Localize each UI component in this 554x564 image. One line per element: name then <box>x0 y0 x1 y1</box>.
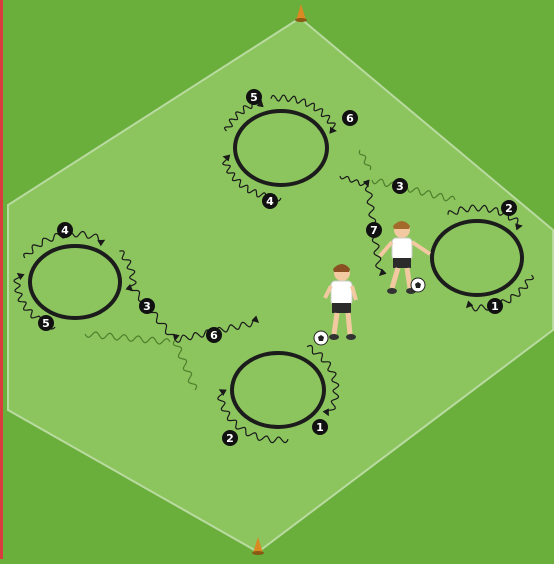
step-badge: 4 <box>262 193 278 209</box>
svg-text:3: 3 <box>396 180 404 193</box>
left-border-line <box>0 0 3 559</box>
svg-text:6: 6 <box>210 329 218 342</box>
step-badge: 7 <box>366 222 382 238</box>
soccer-ball-icon <box>314 331 328 345</box>
step-badge: 4 <box>57 222 73 238</box>
soccer-ball-icon <box>411 278 425 292</box>
step-badge: 1 <box>487 298 503 314</box>
step-badge: 5 <box>38 315 54 331</box>
step-badge: 2 <box>222 430 238 446</box>
svg-text:4: 4 <box>61 224 69 237</box>
step-badge: 3 <box>139 298 155 314</box>
step-badge: 1 <box>312 419 328 435</box>
svg-text:4: 4 <box>266 195 274 208</box>
svg-text:2: 2 <box>505 202 513 215</box>
svg-text:1: 1 <box>316 421 324 434</box>
svg-text:3: 3 <box>143 300 151 313</box>
svg-text:7: 7 <box>370 224 378 237</box>
step-badge: 2 <box>501 200 517 216</box>
step-badge: 3 <box>392 178 408 194</box>
svg-text:6: 6 <box>346 112 354 125</box>
svg-text:2: 2 <box>226 432 234 445</box>
step-badge: 5 <box>246 89 262 105</box>
svg-text:1: 1 <box>491 300 499 313</box>
step-badge: 6 <box>206 327 222 343</box>
svg-text:5: 5 <box>250 91 258 104</box>
step-badge: 6 <box>342 110 358 126</box>
svg-text:5: 5 <box>42 317 50 330</box>
